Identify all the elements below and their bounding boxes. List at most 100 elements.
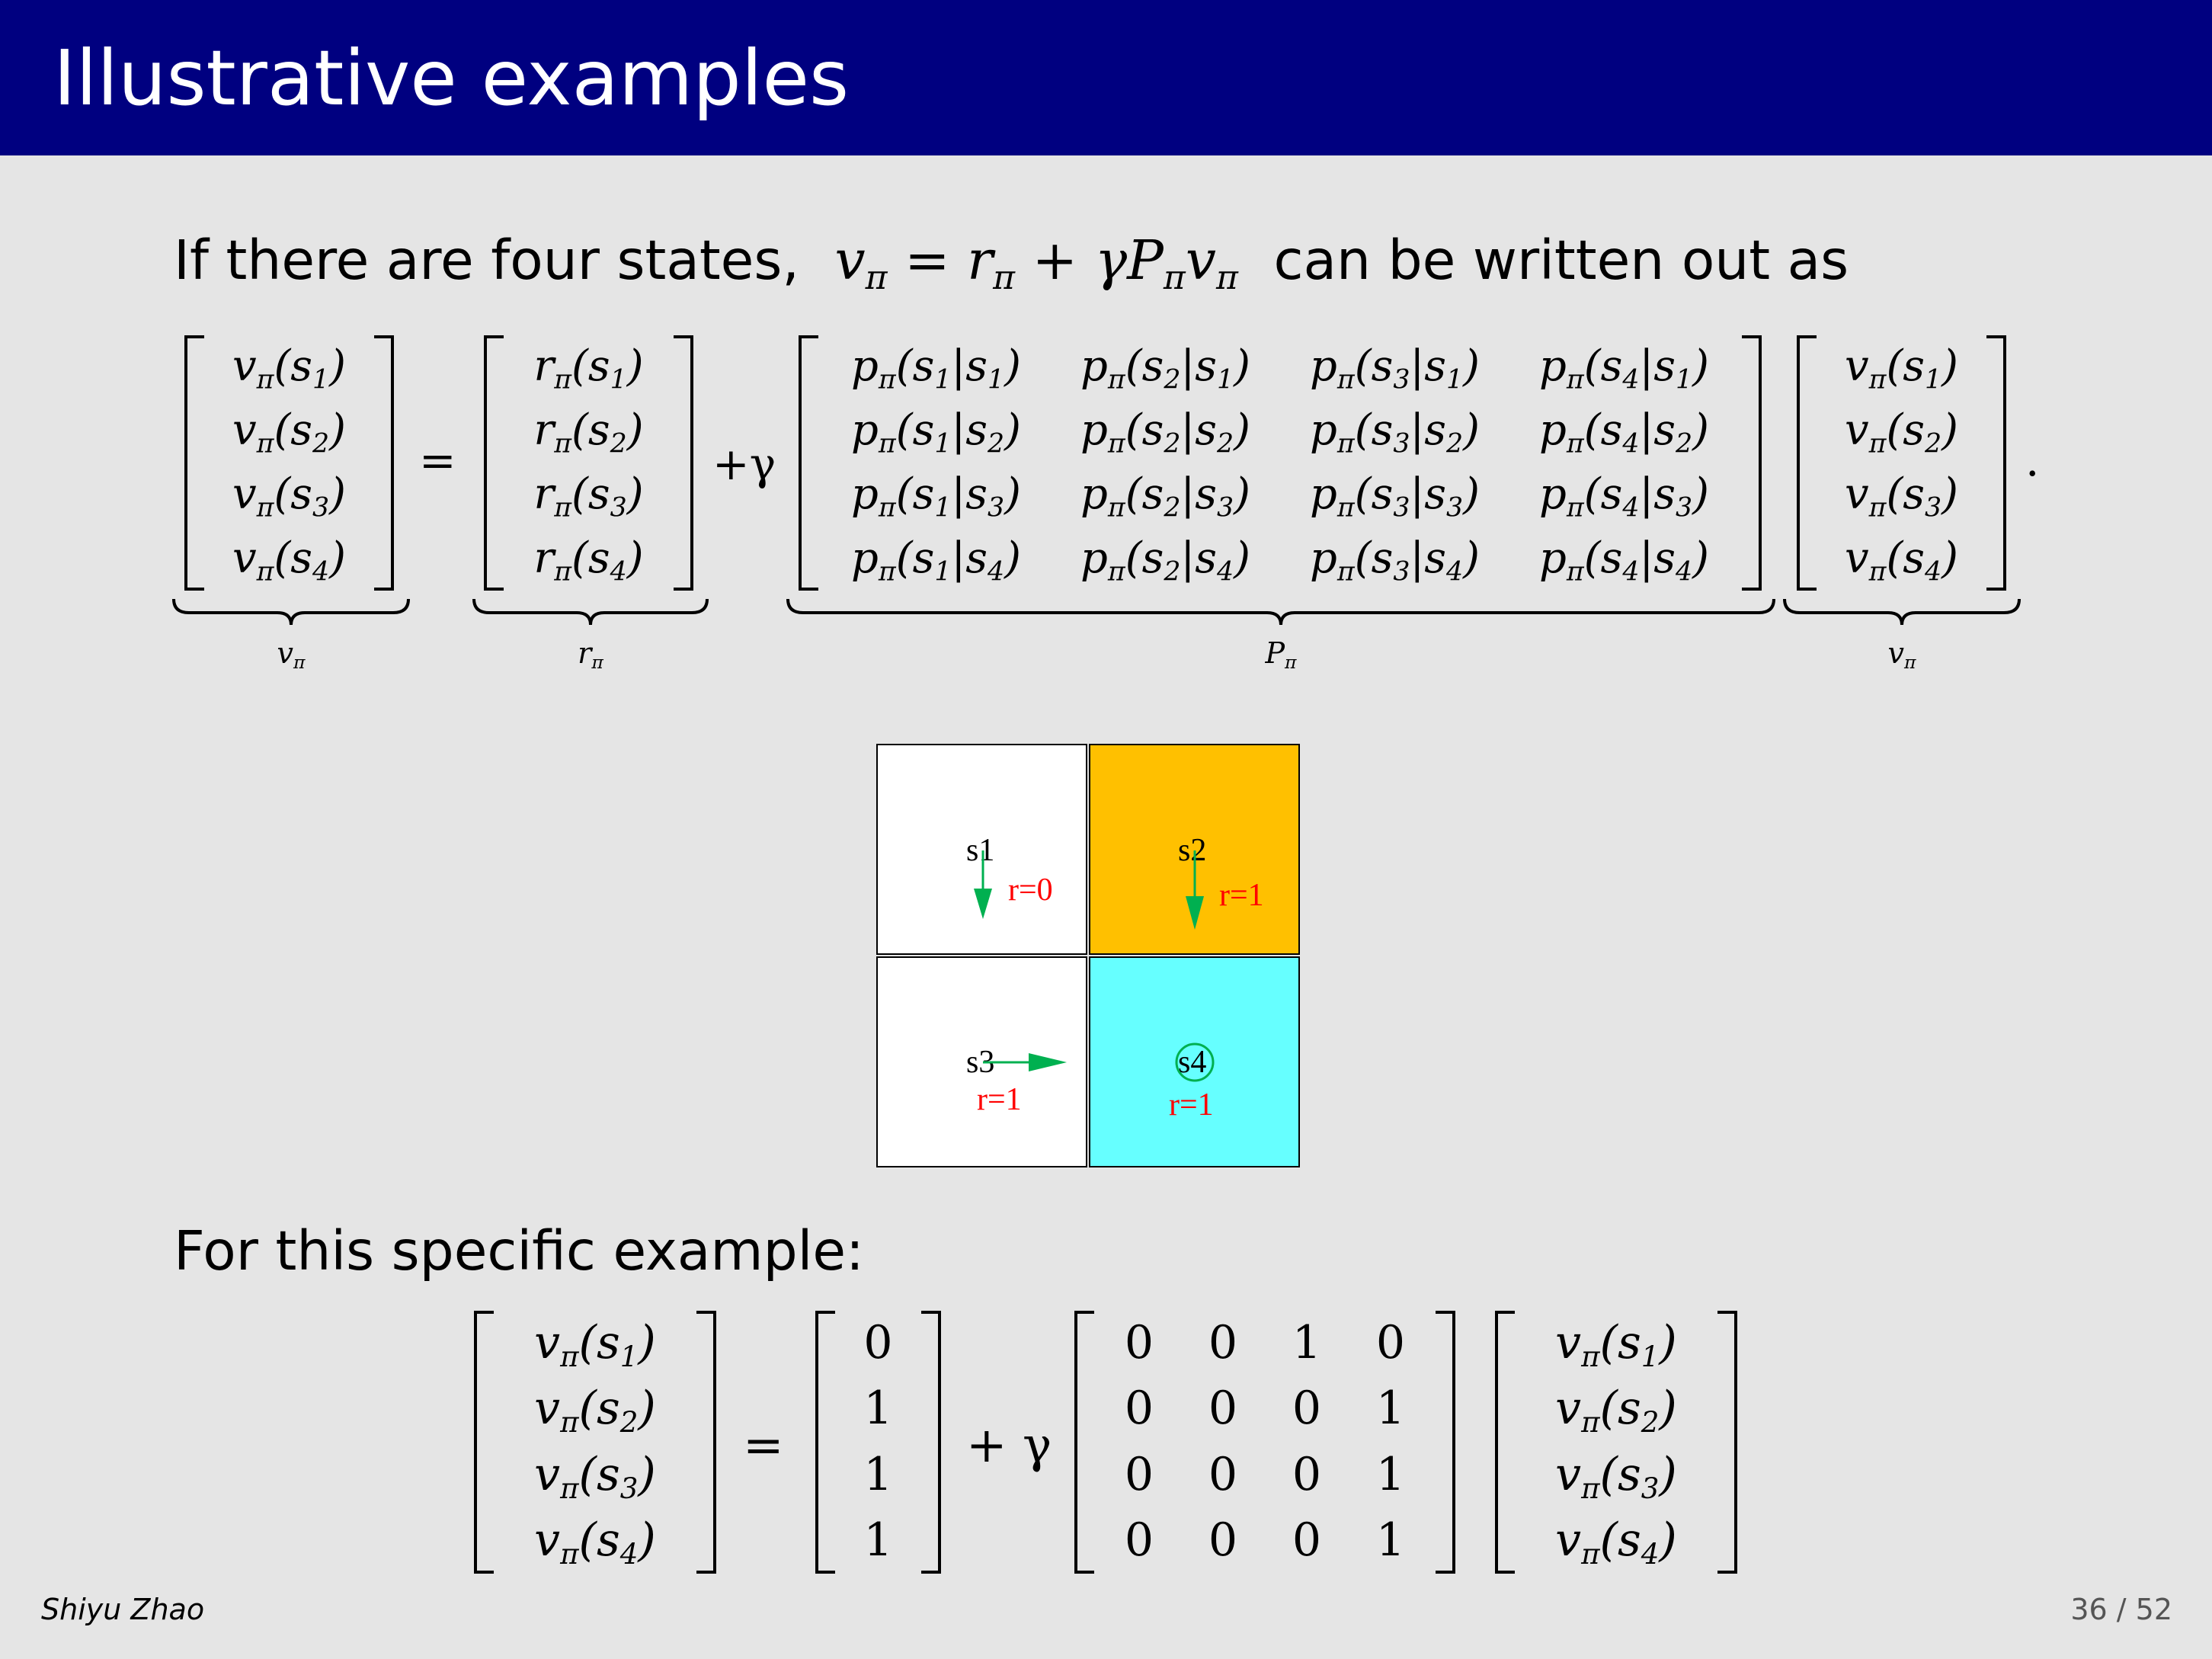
arrow-down-icon-s2 <box>1186 850 1204 930</box>
v-vector-right-cell: vπ(s3) <box>1844 469 1958 524</box>
arrow-right-icon-s3 <box>983 1053 1067 1071</box>
specific-v-vector-right-cell: vπ(s3) <box>1555 1447 1677 1505</box>
p-matrix-cell: pπ(s1|s4) <box>851 533 1021 587</box>
specific-p-matrix-cell: 0 <box>1375 1316 1406 1370</box>
label-r: rπ <box>578 636 603 674</box>
specific-p-matrix-cell: 0 <box>1292 1382 1322 1436</box>
specific-p-matrix-cell: 0 <box>1292 1513 1322 1567</box>
underbrace-r <box>472 598 709 626</box>
action-arrows <box>974 850 1215 1082</box>
bracket-right <box>1986 335 2006 591</box>
bracket-right <box>1436 1311 1455 1574</box>
specific-p-matrix-cell: 0 <box>1208 1513 1238 1567</box>
r-vector-cell: rπ(s2) <box>533 405 644 460</box>
v-vector: vπ(s1)vπ(s2)vπ(s3)vπ(s4) <box>184 335 394 591</box>
specific-p-matrix-cell: 1 <box>1375 1382 1406 1436</box>
r-vector-cell: rπ(s4) <box>533 533 644 587</box>
r-vector-cell: rπ(s3) <box>533 469 644 524</box>
v-vector-cell: vπ(s2) <box>232 405 346 460</box>
intro-line: If there are four states, vπ = rπ + γPπv… <box>174 229 1849 295</box>
p-matrix-cell: pπ(s2|s4) <box>1080 533 1250 587</box>
specific-v-vector-right-cell: vπ(s1) <box>1555 1316 1677 1374</box>
p-matrix-cell: pπ(s2|s3) <box>1080 469 1250 524</box>
specific-v-vector: vπ(s1)vπ(s2)vπ(s3)vπ(s4) <box>474 1311 716 1574</box>
v-vector-cell: vπ(s3) <box>232 469 346 524</box>
bracket-left <box>1074 1311 1094 1574</box>
specific-v-vector-right-cell: vπ(s2) <box>1555 1382 1677 1440</box>
bracket-left <box>1797 335 1817 591</box>
specific-equals-sign: = <box>743 1417 784 1474</box>
v-vector-right-cell: vπ(s2) <box>1844 405 1958 460</box>
specific-r-vector-cell: 0 <box>863 1316 893 1370</box>
label-v2: vπ <box>1887 636 1916 674</box>
grid-world: s1 r=0 s2 r=1 s3 r=1 s4 r=1 <box>876 744 1301 1169</box>
specific-p-matrix-cell: 1 <box>1292 1316 1322 1370</box>
footer-page-number: 36 / 52 <box>2070 1593 2172 1626</box>
r-vector: rπ(s1)rπ(s2)rπ(s3)rπ(s4) <box>484 335 693 591</box>
slide-title: Illustrative examples <box>53 34 850 123</box>
period: . <box>2025 434 2040 486</box>
bracket-right <box>674 335 693 591</box>
plus-gamma: +γ <box>712 438 776 490</box>
reward-label-s4: r=1 <box>1169 1087 1214 1123</box>
p-matrix-cell: pπ(s1|s1) <box>851 341 1021 396</box>
bracket-left <box>484 335 504 591</box>
bracket-right <box>1742 335 1762 591</box>
intro-text-before: If there are four states, <box>174 229 799 292</box>
bracket-right <box>696 1311 716 1574</box>
specific-r-vector-cell: 1 <box>863 1382 893 1436</box>
p-matrix-cell: pπ(s1|s2) <box>851 405 1021 460</box>
v-vector-right-cell: vπ(s1) <box>1844 341 1958 396</box>
p-matrix-cell: pπ(s2|s2) <box>1080 405 1250 460</box>
specific-v-vector-right-cell: vπ(s4) <box>1555 1513 1677 1571</box>
p-matrix-cell: pπ(s4|s3) <box>1539 469 1709 524</box>
bracket-left <box>1495 1311 1515 1574</box>
bracket-right <box>921 1311 941 1574</box>
specific-title: For this specific example: <box>174 1219 864 1283</box>
p-matrix-cell: pπ(s3|s4) <box>1310 533 1480 587</box>
p-matrix-cell: pπ(s4|s4) <box>1539 533 1709 587</box>
p-matrix-cell: pπ(s2|s1) <box>1080 341 1250 396</box>
bracket-left <box>184 335 204 591</box>
specific-v-vector-right: vπ(s1) vπ(s2) vπ(s3) vπ(s4) <box>1495 1311 1737 1574</box>
stay-circle-icon-s4 <box>1175 1042 1215 1082</box>
state-label-s1: s1 <box>966 833 995 868</box>
arrow-down-icon-s1 <box>974 850 992 919</box>
equals-sign: = <box>419 434 456 486</box>
p-matrix-cell: pπ(s1|s3) <box>851 469 1021 524</box>
p-matrix-cell: pπ(s3|s3) <box>1310 469 1480 524</box>
specific-p-matrix-cell: 1 <box>1375 1447 1406 1501</box>
label-p: Pπ <box>1265 636 1297 674</box>
underbrace-p <box>786 598 1775 626</box>
specific-p-matrix-cell: 0 <box>1208 1382 1238 1436</box>
p-matrix-cell: pπ(s4|s2) <box>1539 405 1709 460</box>
v-vector-cell: vπ(s4) <box>232 533 346 587</box>
slide-header: Illustrative examples <box>0 0 2212 155</box>
specific-plus-gamma: + γ <box>966 1417 1052 1474</box>
reward-label-s3: r=1 <box>977 1082 1022 1117</box>
specific-v-vector-cell: vπ(s3) <box>534 1447 656 1505</box>
reward-label-s1: r=0 <box>1008 873 1053 908</box>
bracket-left <box>474 1311 494 1574</box>
specific-p-matrix-cell: 0 <box>1208 1447 1238 1501</box>
specific-p-matrix-cell: 0 <box>1124 1513 1154 1567</box>
underbrace-v2 <box>1783 598 2021 626</box>
bracket-right <box>1717 1311 1737 1574</box>
specific-r-vector-cell: 1 <box>863 1513 893 1567</box>
bracket-left <box>799 335 818 591</box>
underbrace-v <box>172 598 410 626</box>
intro-text-after: can be written out as <box>1273 229 1849 292</box>
specific-p-matrix-cell: 1 <box>1375 1513 1406 1567</box>
reward-label-s2: r=1 <box>1219 878 1264 913</box>
p-matrix-cell: pπ(s4|s1) <box>1539 341 1709 396</box>
state-label-s4: s4 <box>1178 1045 1207 1080</box>
specific-p-matrix-cell: 0 <box>1292 1447 1322 1501</box>
p-matrix-cell: pπ(s3|s2) <box>1310 405 1480 460</box>
specific-v-vector-cell: vπ(s1) <box>534 1316 656 1374</box>
grid-cell-s4 <box>1089 956 1300 1167</box>
label-v: vπ <box>277 636 306 674</box>
state-label-s2: s2 <box>1178 833 1207 868</box>
specific-p-matrix-cell: 0 <box>1124 1447 1154 1501</box>
v-vector-right-cell: vπ(s4) <box>1844 533 1958 587</box>
